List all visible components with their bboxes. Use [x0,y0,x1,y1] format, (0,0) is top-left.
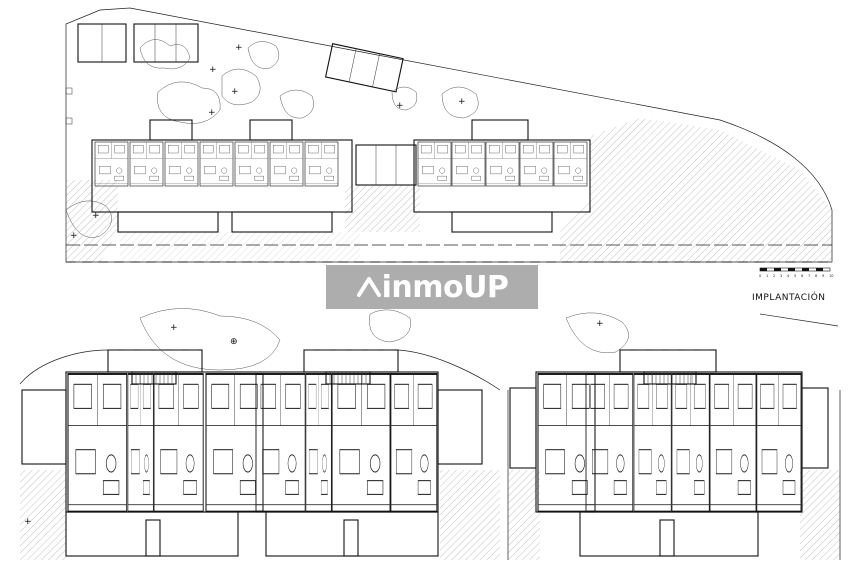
scale-tick-label: 4 [787,274,790,278]
svg-text:+: + [70,231,78,241]
scale-tick-label: 9 [822,274,825,278]
svg-text:+: + [92,211,100,221]
svg-text:+: + [24,517,32,527]
plan-title: IMPLANTACIÓN [752,291,826,303]
scale-tick-label: 5 [794,274,796,278]
svg-text:+: + [170,323,178,333]
svg-text:+: + [458,97,466,107]
svg-text:+: + [596,319,604,329]
watermark-brand: inmoUP [381,269,509,305]
house-roof-icon [356,277,381,297]
scale-tick-label: 7 [808,274,810,278]
svg-text:+: + [235,43,243,53]
svg-text:+: + [396,101,404,111]
svg-text:+: + [209,65,217,75]
scale-tick-label: 6 [801,274,804,278]
scale-tick-label: 8 [815,274,818,278]
scale-tick-label: 10 [829,274,834,278]
scale-tick-label: 1 [766,274,768,278]
scale-tick-label: 3 [780,274,782,278]
site-plan: + + + + + + + + [65,7,833,263]
floor-plan-block-a: + ⊕ + [19,308,501,560]
svg-text:+: + [208,108,216,118]
floor-plan-block-b: + [507,312,841,560]
scale-tick-label: 2 [773,274,775,278]
watermark: inmoUP [326,265,538,309]
svg-text:⊕: ⊕ [230,337,238,347]
scale-tick-label: 0 [759,274,762,278]
svg-text:+: + [231,87,239,97]
